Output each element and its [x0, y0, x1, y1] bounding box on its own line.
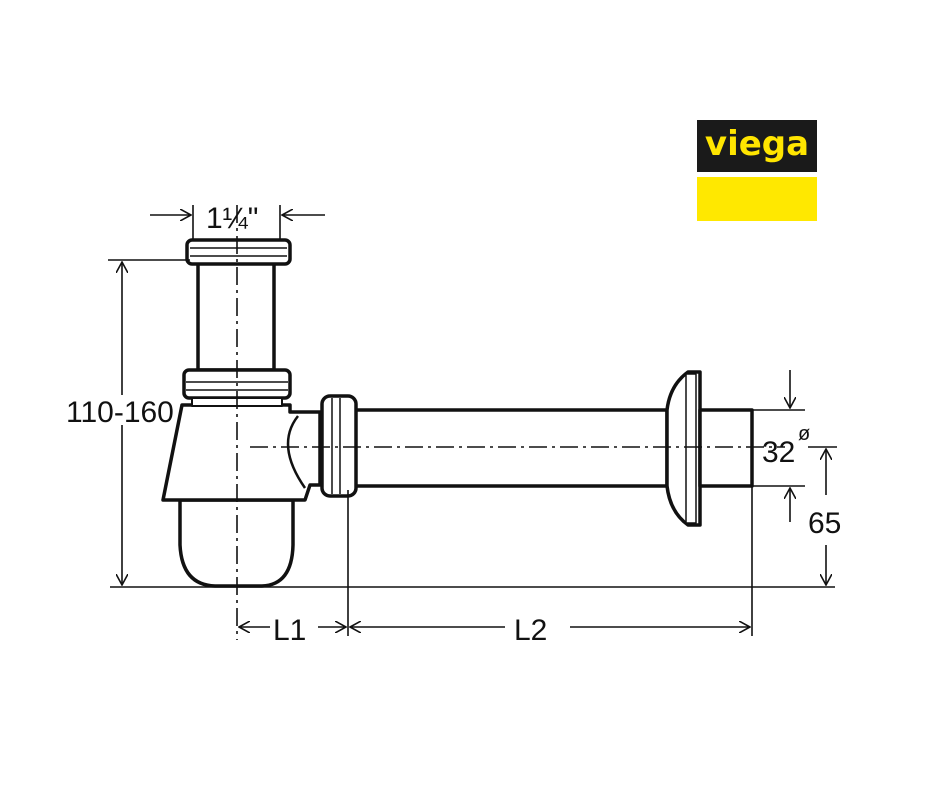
height-range-label: 110-160: [66, 396, 174, 429]
trap-body: [161, 403, 322, 502]
logo-text: viega: [704, 124, 810, 164]
vertical-pipe: [196, 260, 276, 372]
outlet-diameter-label: 32: [762, 436, 795, 469]
outlet-height-label: 65: [808, 507, 841, 540]
l1-label: L1: [273, 614, 306, 647]
wall-pipe: [698, 408, 754, 488]
diameter-symbol: ø: [798, 423, 810, 445]
inlet-size-label: 1¼": [206, 202, 258, 235]
trap-cup: [178, 498, 295, 588]
viega-logo: viega: [697, 120, 817, 172]
outlet-nut: [320, 394, 358, 498]
horizontal-pipe: [353, 408, 669, 488]
top-cap: [185, 238, 292, 266]
l2-label: L2: [514, 614, 547, 647]
logo-yellow-bar: [697, 177, 817, 221]
